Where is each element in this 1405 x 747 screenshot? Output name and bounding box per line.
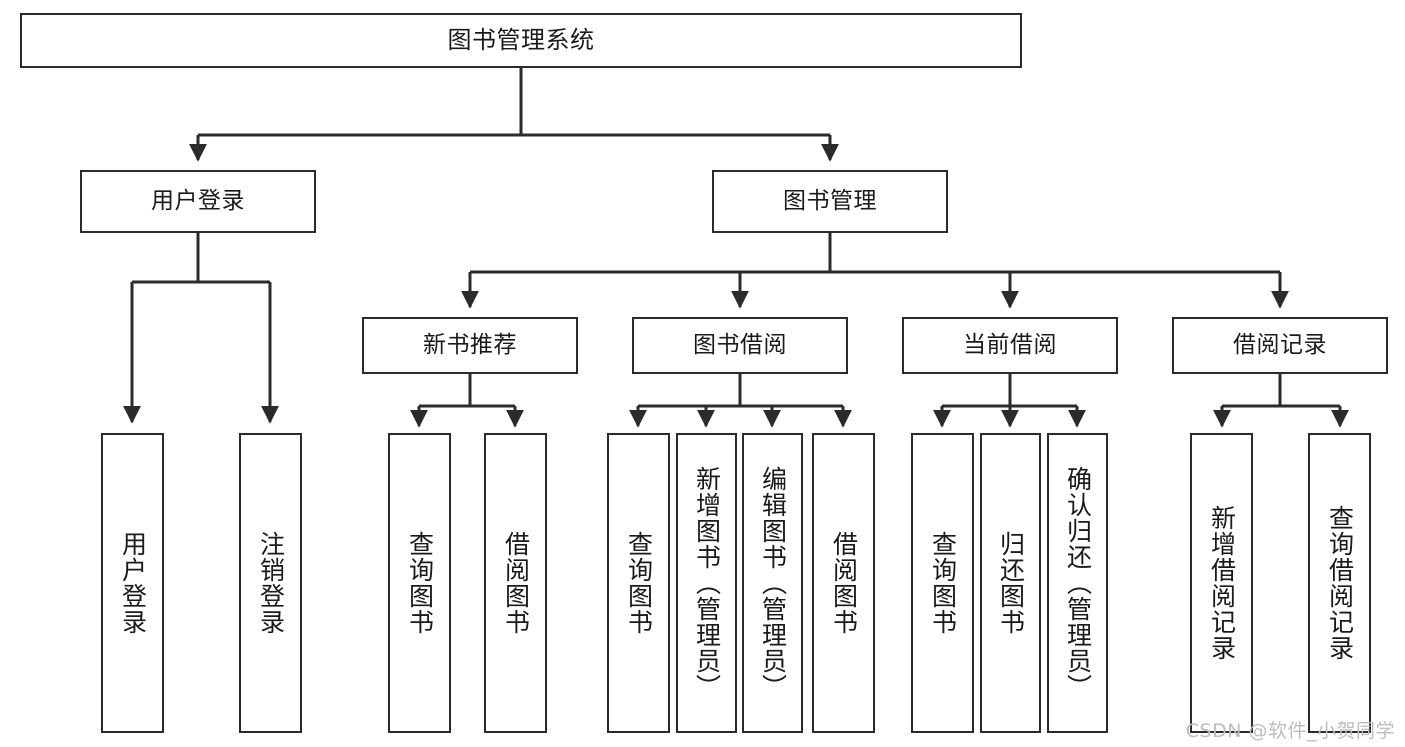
node-user-login-label: 用户登录 <box>151 187 245 214</box>
node-current-borrow[interactable]: 当前借阅 <box>902 317 1118 374</box>
leaf-query-book-3-label: 查询图书 <box>928 531 958 635</box>
leaf-return-book-label: 归还图书 <box>996 531 1026 635</box>
leaf-add-record[interactable]: 新增借阅记录 <box>1190 433 1253 733</box>
leaf-return-book[interactable]: 归还图书 <box>980 433 1041 733</box>
leaf-add-record-label: 新增借阅记录 <box>1207 505 1237 661</box>
leaf-query-book-2[interactable]: 查询图书 <box>607 433 670 733</box>
node-book-manage-label: 图书管理 <box>783 187 877 214</box>
leaf-borrow-book-2-label: 借阅图书 <box>829 531 859 635</box>
node-book-borrow[interactable]: 图书借阅 <box>632 317 848 374</box>
leaf-query-book-2-label: 查询图书 <box>624 531 654 635</box>
leaf-confirm-return[interactable]: 确认归还（管理员） <box>1047 433 1108 733</box>
node-new-book-recommend-label: 新书推荐 <box>423 331 517 358</box>
leaf-query-record-label: 查询借阅记录 <box>1325 505 1355 661</box>
node-root[interactable]: 图书管理系统 <box>20 13 1022 68</box>
leaf-query-book-3[interactable]: 查询图书 <box>911 433 974 733</box>
node-borrow-record[interactable]: 借阅记录 <box>1172 317 1388 374</box>
leaf-add-book-label: 新增图书（管理员） <box>692 466 722 700</box>
node-current-borrow-label: 当前借阅 <box>963 331 1057 358</box>
leaf-query-book-1[interactable]: 查询图书 <box>388 433 451 733</box>
leaf-user-login-label: 用户登录 <box>118 531 148 635</box>
node-borrow-record-label: 借阅记录 <box>1233 331 1327 358</box>
node-root-label: 图书管理系统 <box>447 26 595 55</box>
leaf-borrow-book-2[interactable]: 借阅图书 <box>812 433 875 733</box>
node-new-book-recommend[interactable]: 新书推荐 <box>362 317 578 374</box>
leaf-edit-book[interactable]: 编辑图书（管理员） <box>742 433 803 733</box>
leaf-borrow-book-1-label: 借阅图书 <box>501 531 531 635</box>
leaf-borrow-book-1[interactable]: 借阅图书 <box>484 433 547 733</box>
leaf-query-record[interactable]: 查询借阅记录 <box>1308 433 1371 733</box>
node-book-manage[interactable]: 图书管理 <box>712 170 948 233</box>
leaf-confirm-return-label: 确认归还（管理员） <box>1063 466 1093 700</box>
leaf-edit-book-label: 编辑图书（管理员） <box>758 466 788 700</box>
node-book-borrow-label: 图书借阅 <box>693 331 787 358</box>
leaf-user-login[interactable]: 用户登录 <box>101 433 164 733</box>
leaf-add-book[interactable]: 新增图书（管理员） <box>676 433 737 733</box>
leaf-logout-login-label: 注销登录 <box>256 531 286 635</box>
leaf-logout-login[interactable]: 注销登录 <box>239 433 302 733</box>
node-user-login[interactable]: 用户登录 <box>80 170 316 233</box>
leaf-query-book-1-label: 查询图书 <box>405 531 435 635</box>
